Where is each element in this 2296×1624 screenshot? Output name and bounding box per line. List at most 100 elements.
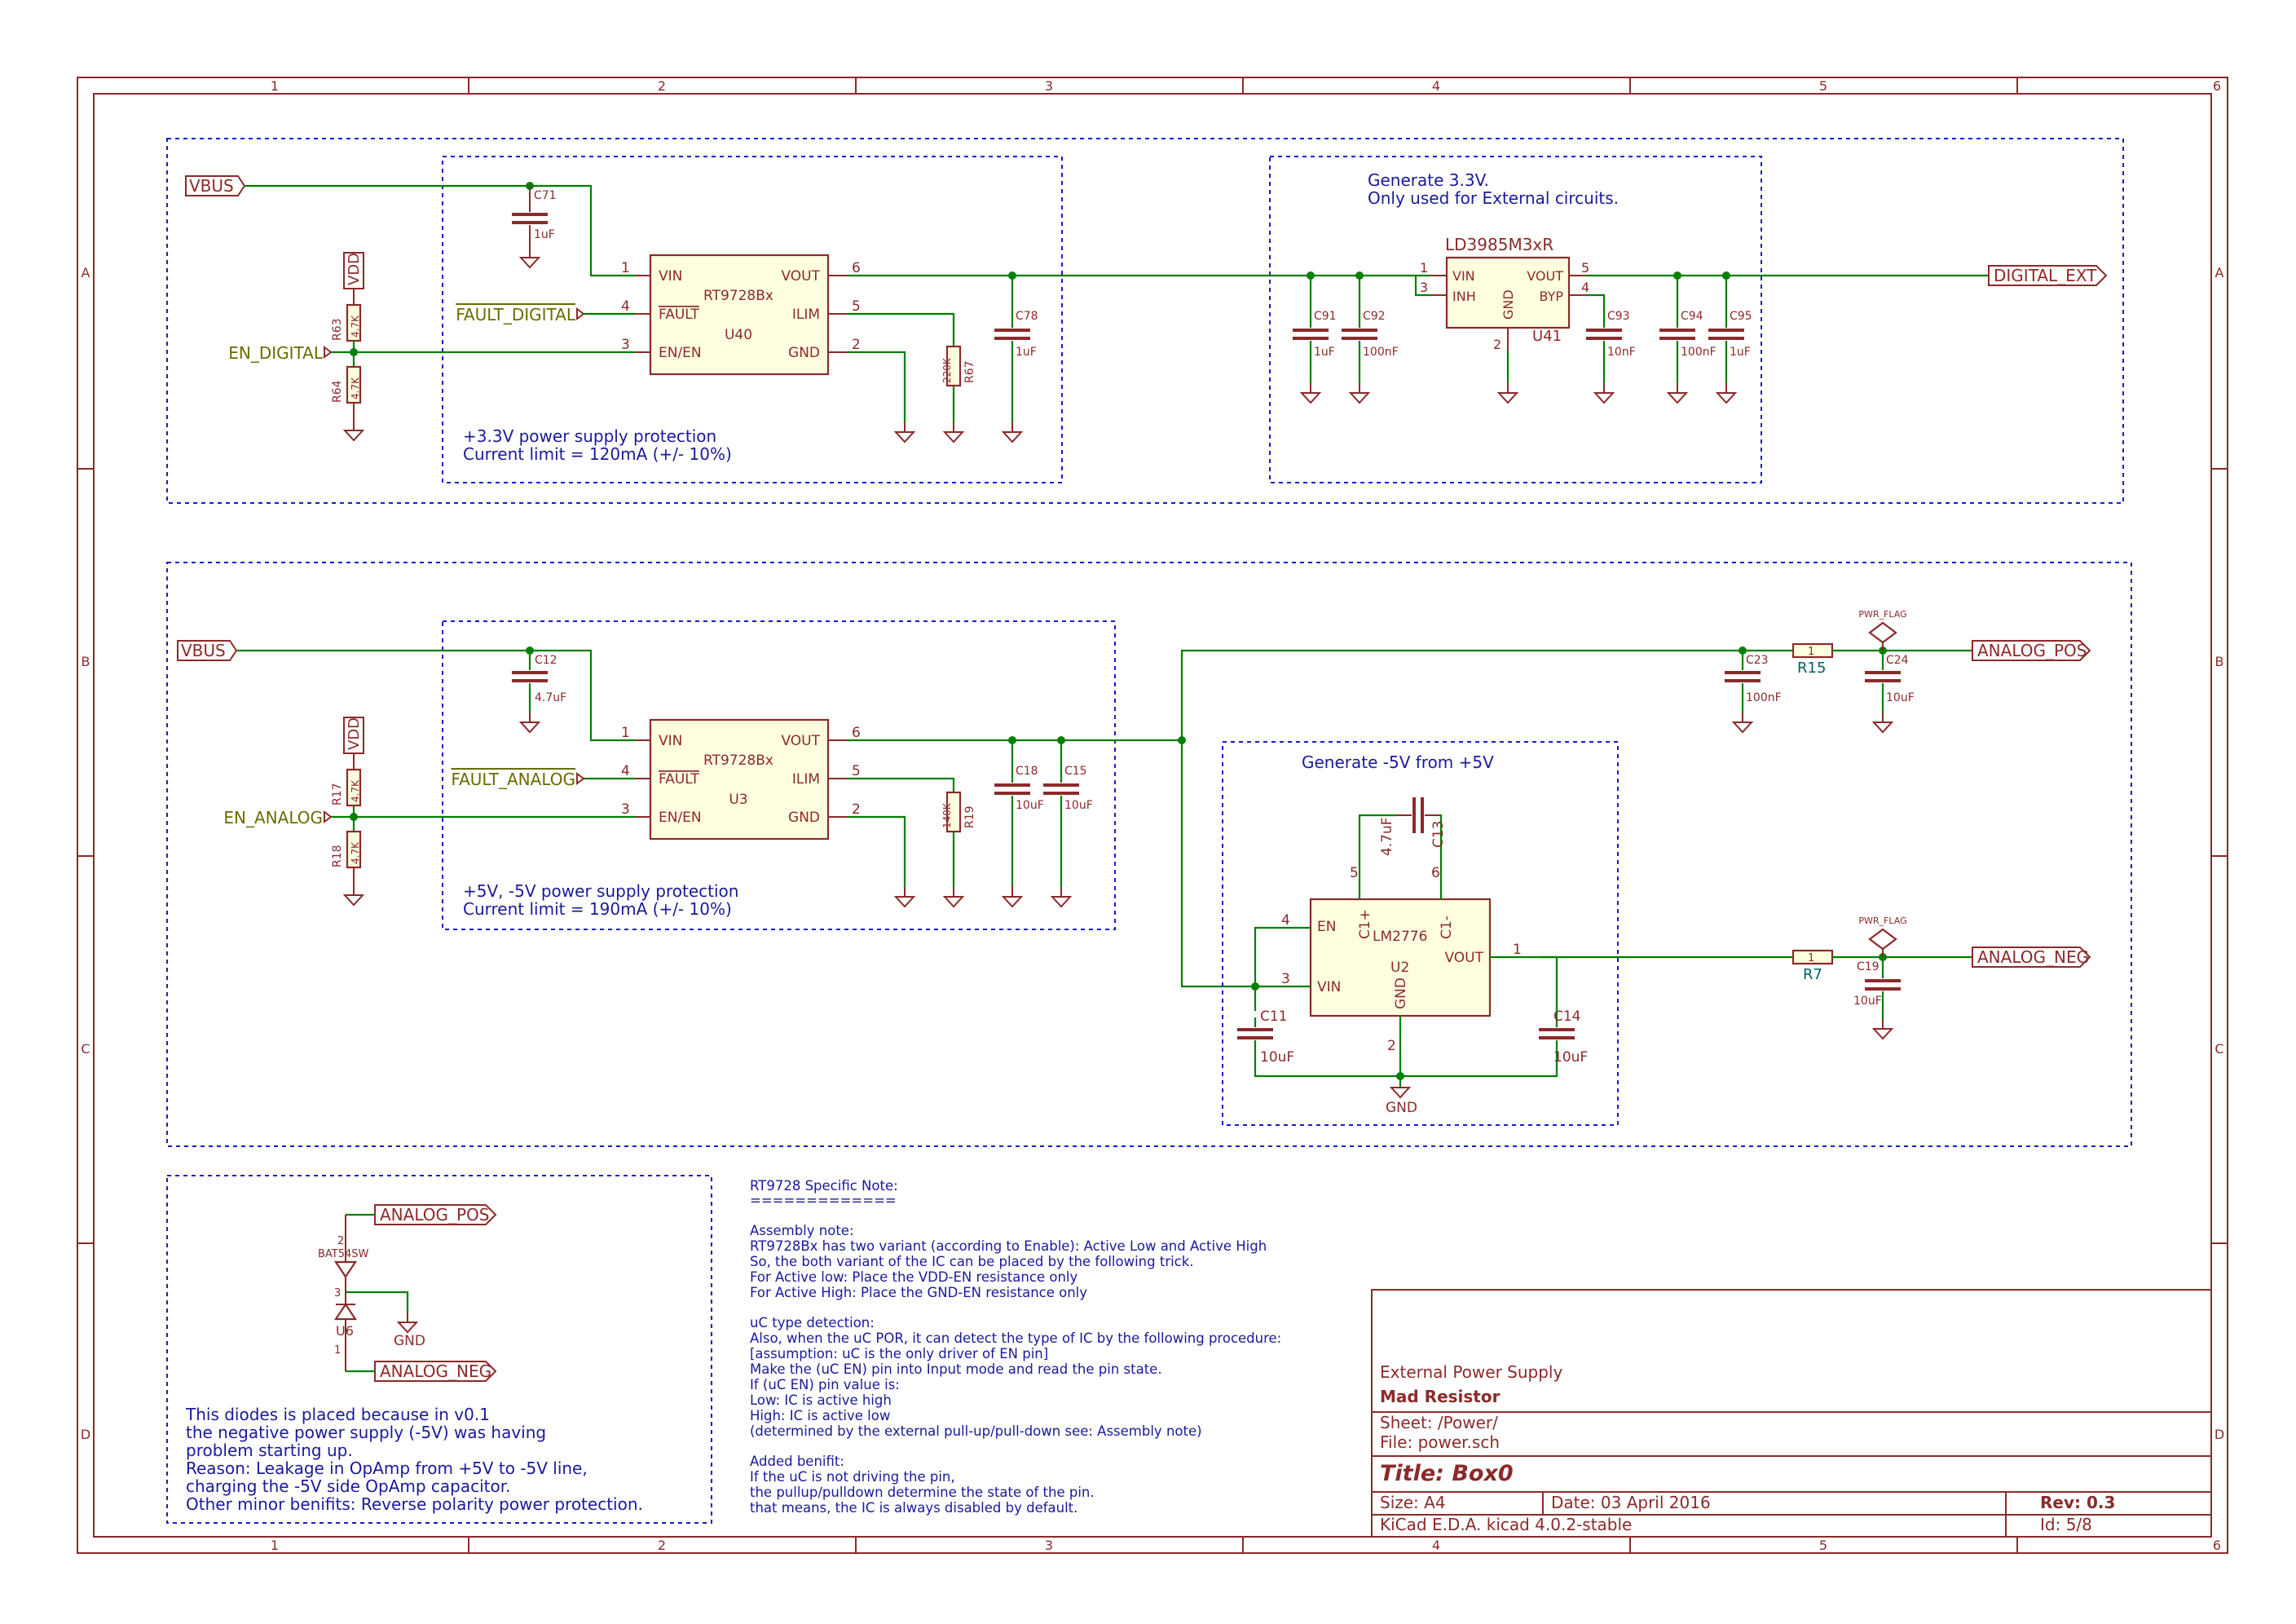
col-label: 6 [2213, 1538, 2221, 1553]
pin-en: EN/EN [659, 345, 702, 361]
c94-val: 100nF [1681, 346, 1716, 359]
r67-val: 220K [941, 357, 953, 383]
pin-vin: VIN [1317, 979, 1341, 995]
col-label: 3 [1045, 78, 1053, 94]
c15-ref: C15 [1064, 765, 1087, 778]
en-analog-label: EN_ANALOG [223, 808, 323, 827]
tb-id: Id: 5/8 [2040, 1515, 2092, 1534]
col-label: 4 [1432, 1538, 1440, 1553]
neg-note: Generate -5V from +5V [1302, 752, 1494, 772]
vdd-text: VDD [346, 253, 363, 285]
tb-tool: KiCad E.D.A. kicad 4.0.2-stable [1380, 1515, 1632, 1534]
note-line: For Active low: Place the VDD-EN resista… [750, 1269, 1077, 1285]
pin-vout: VOUT [781, 733, 820, 749]
r63-val: 4.7K [350, 315, 361, 338]
note-line: ============= [750, 1193, 897, 1208]
c15-val: 10uF [1064, 799, 1093, 812]
r19-ref: R19 [963, 805, 976, 828]
rt9728-note: RT9728 Specific Note: ============= Asse… [750, 1178, 1281, 1516]
pin-fault: FAULT [659, 771, 699, 788]
analog-note-2: Current limit = 190mA (+/- 10%) [463, 899, 732, 919]
r18-ref: R18 [331, 845, 344, 867]
digital-note-1: +3.3V power supply protection [463, 426, 716, 446]
r15-ref: R15 [1797, 660, 1826, 677]
row-label: D [81, 1427, 90, 1442]
r17-ref: R17 [331, 783, 344, 805]
c12-val: 4.7uF [535, 691, 566, 704]
pin-gnd: GND [788, 810, 820, 826]
c91-val: 1uF [1314, 346, 1335, 359]
r15-val: 1 [1808, 646, 1814, 658]
analog-neg-text: ANALOG_NEG [1977, 947, 2089, 967]
note-line: [assumption: uC is the only driver of EN… [750, 1346, 1048, 1361]
pin-byp: BYP [1539, 289, 1563, 304]
note-line: Added benifit: [750, 1454, 844, 1469]
col-label: 3 [1045, 1538, 1053, 1553]
analog-note-1: +5V, -5V power supply protection [463, 881, 738, 901]
r64-val: 4.7K [350, 377, 361, 399]
r19-val: 140K [941, 802, 953, 828]
pin-number: 1 [621, 260, 630, 276]
pin-number: 5 [1581, 260, 1589, 276]
col-label: 5 [1819, 1538, 1827, 1553]
c18-val: 10uF [1016, 799, 1044, 812]
c93-val: 10nF [1607, 346, 1636, 359]
pin-number: 2 [852, 801, 861, 818]
note-line: Make the (uC EN) pin into Input mode and… [750, 1361, 1162, 1377]
pin-c1m: C1- [1439, 916, 1455, 939]
pin-number: 3 [621, 801, 630, 818]
u41-ic [1445, 256, 1571, 329]
col-label: 2 [658, 78, 666, 94]
c24-ref: C24 [1886, 654, 1909, 667]
negative-supply-block: Generate -5V from +5V EN VIN VOUT LM2776… [1222, 741, 1619, 1126]
note-line: For Active High: Place the GND-EN resist… [750, 1285, 1087, 1300]
tb-file: File: power.sch [1380, 1432, 1500, 1452]
note-line: High: IC is active low [750, 1408, 890, 1423]
c94-ref: C94 [1681, 310, 1703, 323]
c19-ref: C19 [1857, 960, 1880, 973]
row-label: C [2214, 1041, 2223, 1057]
c14-ref: C14 [1553, 1008, 1581, 1025]
u41-value: LD3985M3xR [1445, 235, 1553, 254]
u3-ref: U3 [729, 792, 747, 808]
pin-number: 6 [852, 725, 861, 741]
row-label: C [81, 1041, 90, 1057]
tb-rev: Rev: 0.3 [2040, 1493, 2115, 1512]
ext-note-2: Only used for External circuits. [1368, 188, 1619, 208]
pin-en: EN/EN [659, 810, 702, 826]
diode-analog-pos-label [374, 1204, 497, 1225]
tb-title: Title: Box0 [1380, 1461, 1514, 1486]
diode-analog-neg-text: ANALOG_NEG [380, 1361, 491, 1381]
diode-box [166, 1175, 712, 1524]
pin-ilim: ILIM [792, 307, 820, 323]
tb-date: Date: 03 April 2016 [1551, 1493, 1711, 1512]
c11-ref: C11 [1260, 1008, 1288, 1025]
c14-val: 10uF [1553, 1049, 1588, 1066]
c11-val: 10uF [1260, 1049, 1294, 1066]
note-line: RT9728Bx has two variant (according to E… [750, 1238, 1267, 1254]
vbus-text: VBUS [181, 641, 226, 660]
pin-number: 6 [1431, 865, 1440, 881]
ld3985-box [1269, 156, 1762, 483]
pwr-flag-text: PWR_FLAG [1858, 609, 1906, 620]
tb-sheet: Sheet: /Power/ [1380, 1413, 1498, 1432]
row-label: B [2215, 654, 2224, 669]
col-label: 1 [271, 1538, 279, 1553]
pin-number: 4 [1281, 912, 1290, 929]
diode-note-line: charging the -5V side OpAmp capacitor. [186, 1476, 511, 1496]
row-label: D [2214, 1427, 2224, 1442]
vbus-label-analog [177, 640, 238, 661]
diode-analog-neg-label [374, 1361, 497, 1382]
fault-digital-label: FAULT_DIGITAL [456, 305, 576, 324]
row-label: A [82, 265, 90, 280]
gnd-label: GND [1386, 1100, 1417, 1116]
r64-ref: R64 [331, 380, 344, 403]
pin-vin: VIN [659, 268, 682, 285]
note-line: the pullup/pulldown determine the state … [750, 1485, 1095, 1500]
digital-group-box [166, 138, 2124, 504]
u2-ic [1309, 898, 1492, 1017]
pin-number: 3 [334, 1287, 341, 1300]
pin-gnd: GND [1393, 977, 1409, 1009]
u6-value: BAT54SW [318, 1248, 369, 1260]
